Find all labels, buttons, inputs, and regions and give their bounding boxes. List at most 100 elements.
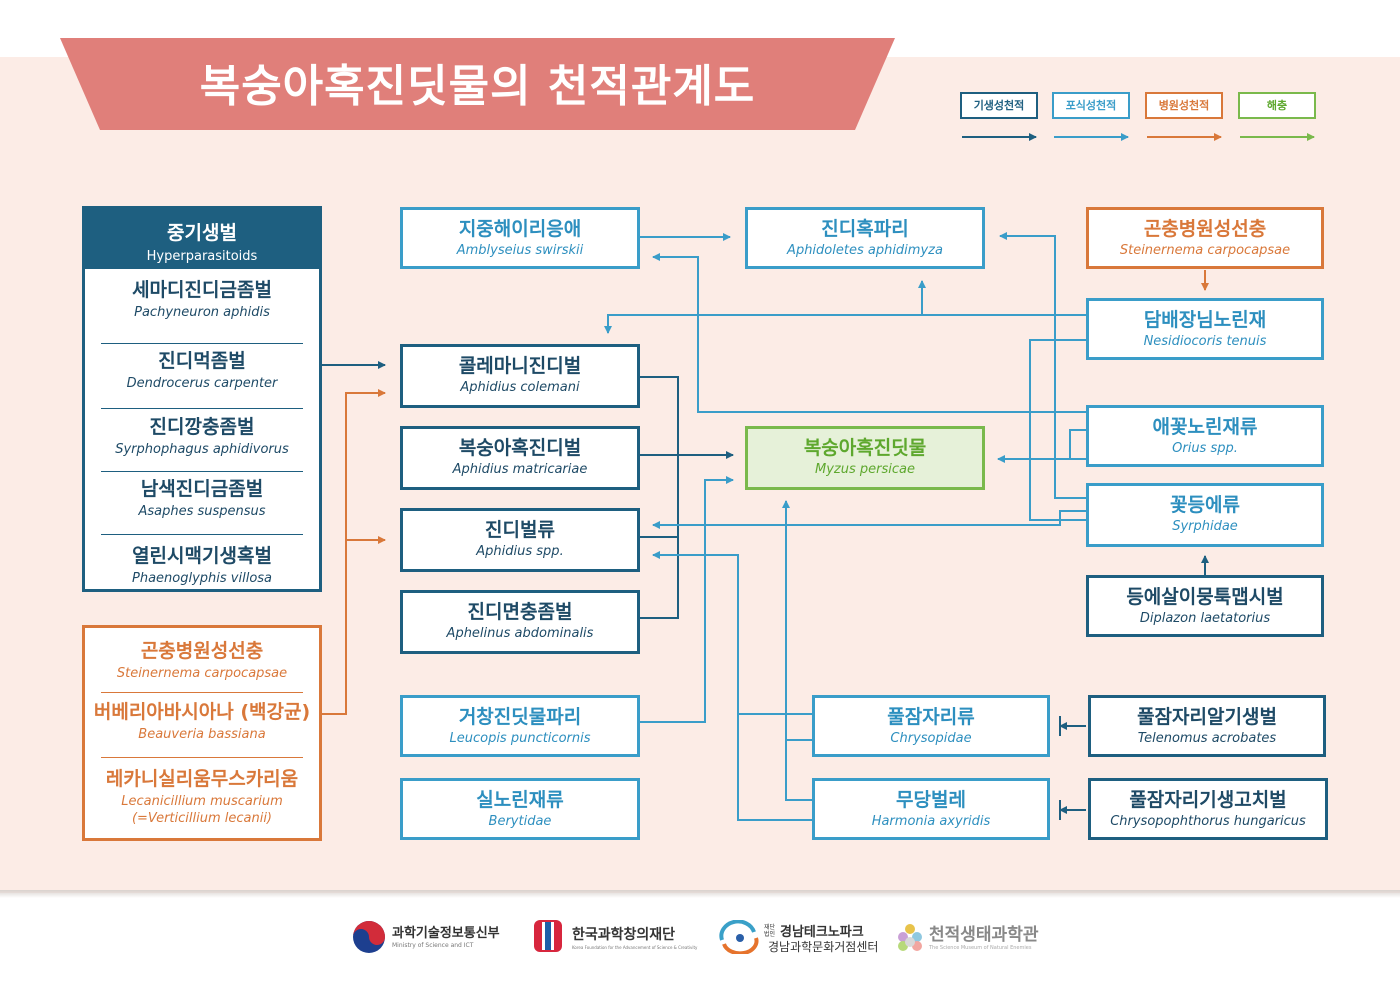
- legend-label: 병원성천적: [1145, 92, 1223, 119]
- node-harmonia: 무당벌레 Harmonia axyridis: [812, 778, 1050, 840]
- item-name-ko: 레카니실리움무스카리움: [105, 768, 299, 790]
- item-name-ko: 버베리아바시아나 (백강균): [93, 701, 311, 723]
- gntp-logo-icon: [719, 920, 759, 954]
- list-item: 곤충병원성선충 Steinernema carpocapsae: [85, 628, 319, 692]
- node-name-ko: 복숭아혹진디벌: [458, 437, 582, 459]
- footer-logo-msit: 과학기술정보통신부 Ministry of Science and ICT: [352, 918, 522, 958]
- node-leucopis: 거창진딧물파리 Leucopis puncticornis: [400, 695, 640, 757]
- node-name-ko: 거창진딧물파리: [458, 706, 582, 728]
- item-name-latin: Beauveria bassiana: [138, 727, 266, 742]
- node-myzus-persicae: 복숭아혹진딧물 Myzus persicae: [745, 426, 985, 490]
- item-name-latin: Phaenoglyphis villosa: [131, 571, 273, 586]
- node-name-latin: Orius spp.: [1172, 441, 1238, 456]
- divider: [101, 692, 303, 693]
- node-name-ko: 진디벌류: [485, 519, 555, 541]
- item-name-ko: 곤충병원성선충: [140, 640, 264, 662]
- node-name-latin: Harmonia axyridis: [871, 814, 991, 829]
- divider: [101, 471, 303, 472]
- item-synonym: (=Verticillium lecanii): [131, 811, 273, 826]
- node-name-ko: 풀잠자리기생고치벌: [1129, 789, 1287, 811]
- node-name-latin: Aphidius matricariae: [452, 462, 588, 477]
- divider: [101, 757, 303, 758]
- node-name-latin: Aphidoletes aphidimyza: [787, 243, 943, 258]
- node-aphidoletes: 진디혹파리 Aphidoletes aphidimyza: [745, 207, 985, 269]
- item-name-latin: Steinernema carpocapsae: [116, 666, 288, 681]
- node-name-latin: Steinernema carpocapsae: [1119, 243, 1291, 258]
- page-title: 복숭아혹진딧물의 천적관계도: [199, 61, 756, 112]
- node-name-latin: Chrysopidae: [890, 731, 972, 746]
- node-name-latin: Leucopis puncticornis: [449, 731, 591, 746]
- legend-pest: 해충: [1238, 92, 1316, 119]
- list-item: 진디깡충좀벌 Syrphophagus aphidivorus: [85, 409, 319, 471]
- node-telenomus: 풀잠자리알기생벌 Telenomus acrobates: [1088, 695, 1326, 757]
- item-name-ko: 진디깡충좀벌: [149, 416, 255, 438]
- list-item: 진디먹좀벌 Dendrocerus carpenter: [85, 344, 319, 408]
- legend-parasitic: 기생성천적: [960, 92, 1038, 119]
- legend-label: 기생성천적: [960, 92, 1038, 119]
- legend-label: 해충: [1238, 92, 1316, 119]
- legend-predatory: 포식성천적: [1052, 92, 1130, 119]
- node-name-ko: 콜레마니진디벌: [458, 355, 582, 377]
- node-name-ko: 복숭아혹진딧물: [803, 437, 927, 459]
- node-berytidae: 실노린재류 Berytidae: [400, 778, 640, 840]
- footer-name: 과학기술정보통신부: [392, 926, 500, 941]
- footer-logo-museum: 천적생태과학관 The Science Museum of Natural En…: [895, 918, 1065, 958]
- item-name-latin: Asaphes suspensus: [138, 504, 266, 519]
- node-aphelinus: 진디면충좀벌 Aphelinus abdominalis: [400, 590, 640, 654]
- list-item: 열린시맥기생혹벌 Phaenoglyphis villosa: [85, 535, 319, 597]
- node-name-latin: Syrphidae: [1172, 519, 1238, 534]
- divider: [101, 408, 303, 409]
- pathogen-group: 곤충병원성선충 Steinernema carpocapsae 버베리아바시아나…: [82, 625, 322, 841]
- kofac-logo-icon: [534, 920, 562, 952]
- node-name-ko: 풀잠자리류: [887, 706, 975, 728]
- list-item: 남색진디금좀벌 Asaphes suspensus: [85, 472, 319, 534]
- node-nesidiocoris: 담배장님노린재 Nesidiocoris tenuis: [1086, 298, 1324, 360]
- footer-divider: [0, 890, 1400, 898]
- node-name-ko: 무당벌레: [896, 789, 966, 811]
- item-name-ko: 남색진디금좀벌: [140, 478, 264, 500]
- node-name-latin: Diplazon laetatorius: [1139, 611, 1271, 626]
- node-syrphidae: 꽃등에류 Syrphidae: [1086, 483, 1324, 547]
- node-amblyseius: 지중해이리응애 Amblyseius swirskii: [400, 207, 640, 269]
- divider: [101, 534, 303, 535]
- title-banner: [60, 38, 895, 130]
- node-name-latin: Aphidius colemani: [460, 380, 580, 395]
- node-diplazon: 등에살이뭉툭맵시벌 Diplazon laetatorius: [1086, 575, 1324, 637]
- node-name-ko: 담배장님노린재: [1143, 309, 1267, 331]
- item-name-ko: 세마디진디금좀벌: [132, 279, 272, 301]
- node-name-ko: 풀잠자리알기생벌: [1137, 706, 1277, 728]
- footer-sub: Ministry of Science and ICT: [392, 942, 474, 949]
- footer-prefix: 재단법인: [764, 924, 776, 938]
- node-name-latin: Myzus persicae: [815, 462, 915, 477]
- node-orius: 애꽃노린재류 Orius spp.: [1086, 405, 1324, 467]
- node-name-ko: 등에살이뭉툭맵시벌: [1126, 586, 1284, 608]
- node-chrysopophthorus: 풀잠자리기생고치벌 Chrysopophthorus hungaricus: [1088, 778, 1328, 840]
- node-name-ko: 곤충병원성선충: [1143, 218, 1267, 240]
- group-title-latin: Hyperparasitoids: [146, 249, 258, 264]
- node-name-ko: 애꽃노린재류: [1152, 416, 1258, 438]
- item-name-latin: Pachyneuron aphidis: [134, 305, 270, 320]
- node-name-ko: 꽃등에류: [1170, 494, 1240, 516]
- footer-logo-gntp: 재단법인 경남테크노파크 경남과학문화거점센터: [718, 918, 888, 958]
- footer-name-sub: 경남과학문화거점센터: [768, 940, 879, 954]
- divider: [101, 343, 303, 344]
- footer-name: 천적생태과학관: [929, 925, 1039, 945]
- node-matricariae: 복숭아혹진디벌 Aphidius matricariae: [400, 426, 640, 490]
- node-chrysopidae: 풀잠자리류 Chrysopidae: [812, 695, 1050, 757]
- hyperparasitoid-header: 중기생벌 Hyperparasitoids: [85, 209, 319, 269]
- node-name-latin: Chrysopophthorus hungaricus: [1110, 814, 1306, 829]
- node-name-latin: Berytidae: [488, 814, 552, 829]
- item-name-latin: Syrphophagus aphidivorus: [115, 442, 289, 457]
- node-steinernema: 곤충병원성선충 Steinernema carpocapsae: [1086, 207, 1324, 269]
- footer-logo-kofac: 한국과학창의재단 Korea Foundation for the Advanc…: [532, 918, 702, 958]
- legend-label: 포식성천적: [1052, 92, 1130, 119]
- list-item: 레카니실리움무스카리움 Lecanicillium muscarium (=Ve…: [85, 758, 319, 838]
- node-name-latin: Nesidiocoris tenuis: [1143, 334, 1267, 349]
- item-name-ko: 진디먹좀벌: [158, 350, 246, 372]
- node-name-latin: Aphelinus abdominalis: [446, 626, 594, 641]
- list-item: 세마디진디금좀벌 Pachyneuron aphidis: [85, 269, 319, 343]
- footer-name: 한국과학창의재단: [572, 927, 676, 943]
- node-name-latin: Aphidius spp.: [476, 544, 564, 559]
- item-name-latin: Dendrocerus carpenter: [126, 376, 278, 391]
- node-colemani: 콜레마니진디벌 Aphidius colemani: [400, 344, 640, 408]
